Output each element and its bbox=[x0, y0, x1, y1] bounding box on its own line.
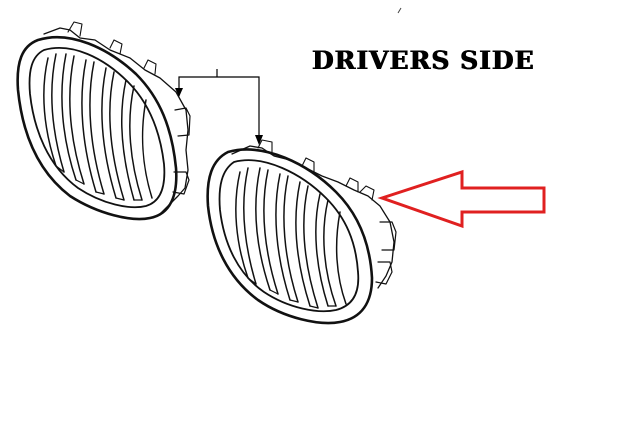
red-outline-arrow-left-icon bbox=[377, 169, 546, 229]
left-kidney-grille bbox=[16, 21, 191, 221]
left-grille-outer-ring bbox=[16, 35, 178, 221]
left-grille-mount-tab-1 bbox=[174, 107, 191, 137]
callout-arrowheads bbox=[175, 88, 263, 145]
left-grille-mount-frame bbox=[43, 27, 189, 215]
callout-leader-lines bbox=[178, 69, 260, 142]
right-grille-mount-clip-1 bbox=[257, 139, 273, 153]
diagram-heading: DRIVERS SIDE bbox=[312, 46, 535, 75]
right-grille-mount-clip-4 bbox=[359, 185, 375, 201]
left-grille-slat-feet bbox=[55, 165, 143, 201]
right-grille-outer-ring bbox=[206, 148, 374, 325]
left-grille-inner-ring bbox=[28, 47, 166, 209]
callout-leader bbox=[178, 76, 260, 142]
right-grille-mount-clip-2 bbox=[301, 157, 315, 173]
left-grille-mount-clip-3 bbox=[143, 59, 157, 75]
left-grille-mount-clip-1 bbox=[67, 21, 83, 37]
stray-mark bbox=[397, 7, 402, 14]
left-grille-mount-tab-2 bbox=[172, 171, 190, 195]
left-grille-mount-clip-2 bbox=[109, 39, 123, 55]
right-grille-slats bbox=[235, 167, 347, 309]
callout-arrowhead-left bbox=[175, 88, 183, 97]
right-grille-mount-tab-2 bbox=[375, 261, 393, 285]
left-grille-slats bbox=[43, 53, 153, 201]
callout-arrowhead-right bbox=[255, 135, 263, 145]
right-grille-slat-feet bbox=[247, 277, 337, 309]
right-grille-mount-tab-1 bbox=[379, 221, 397, 251]
right-grille-inner-ring bbox=[218, 159, 360, 313]
right-kidney-grille bbox=[206, 139, 397, 325]
right-grille-mount-clip-3 bbox=[345, 177, 359, 193]
